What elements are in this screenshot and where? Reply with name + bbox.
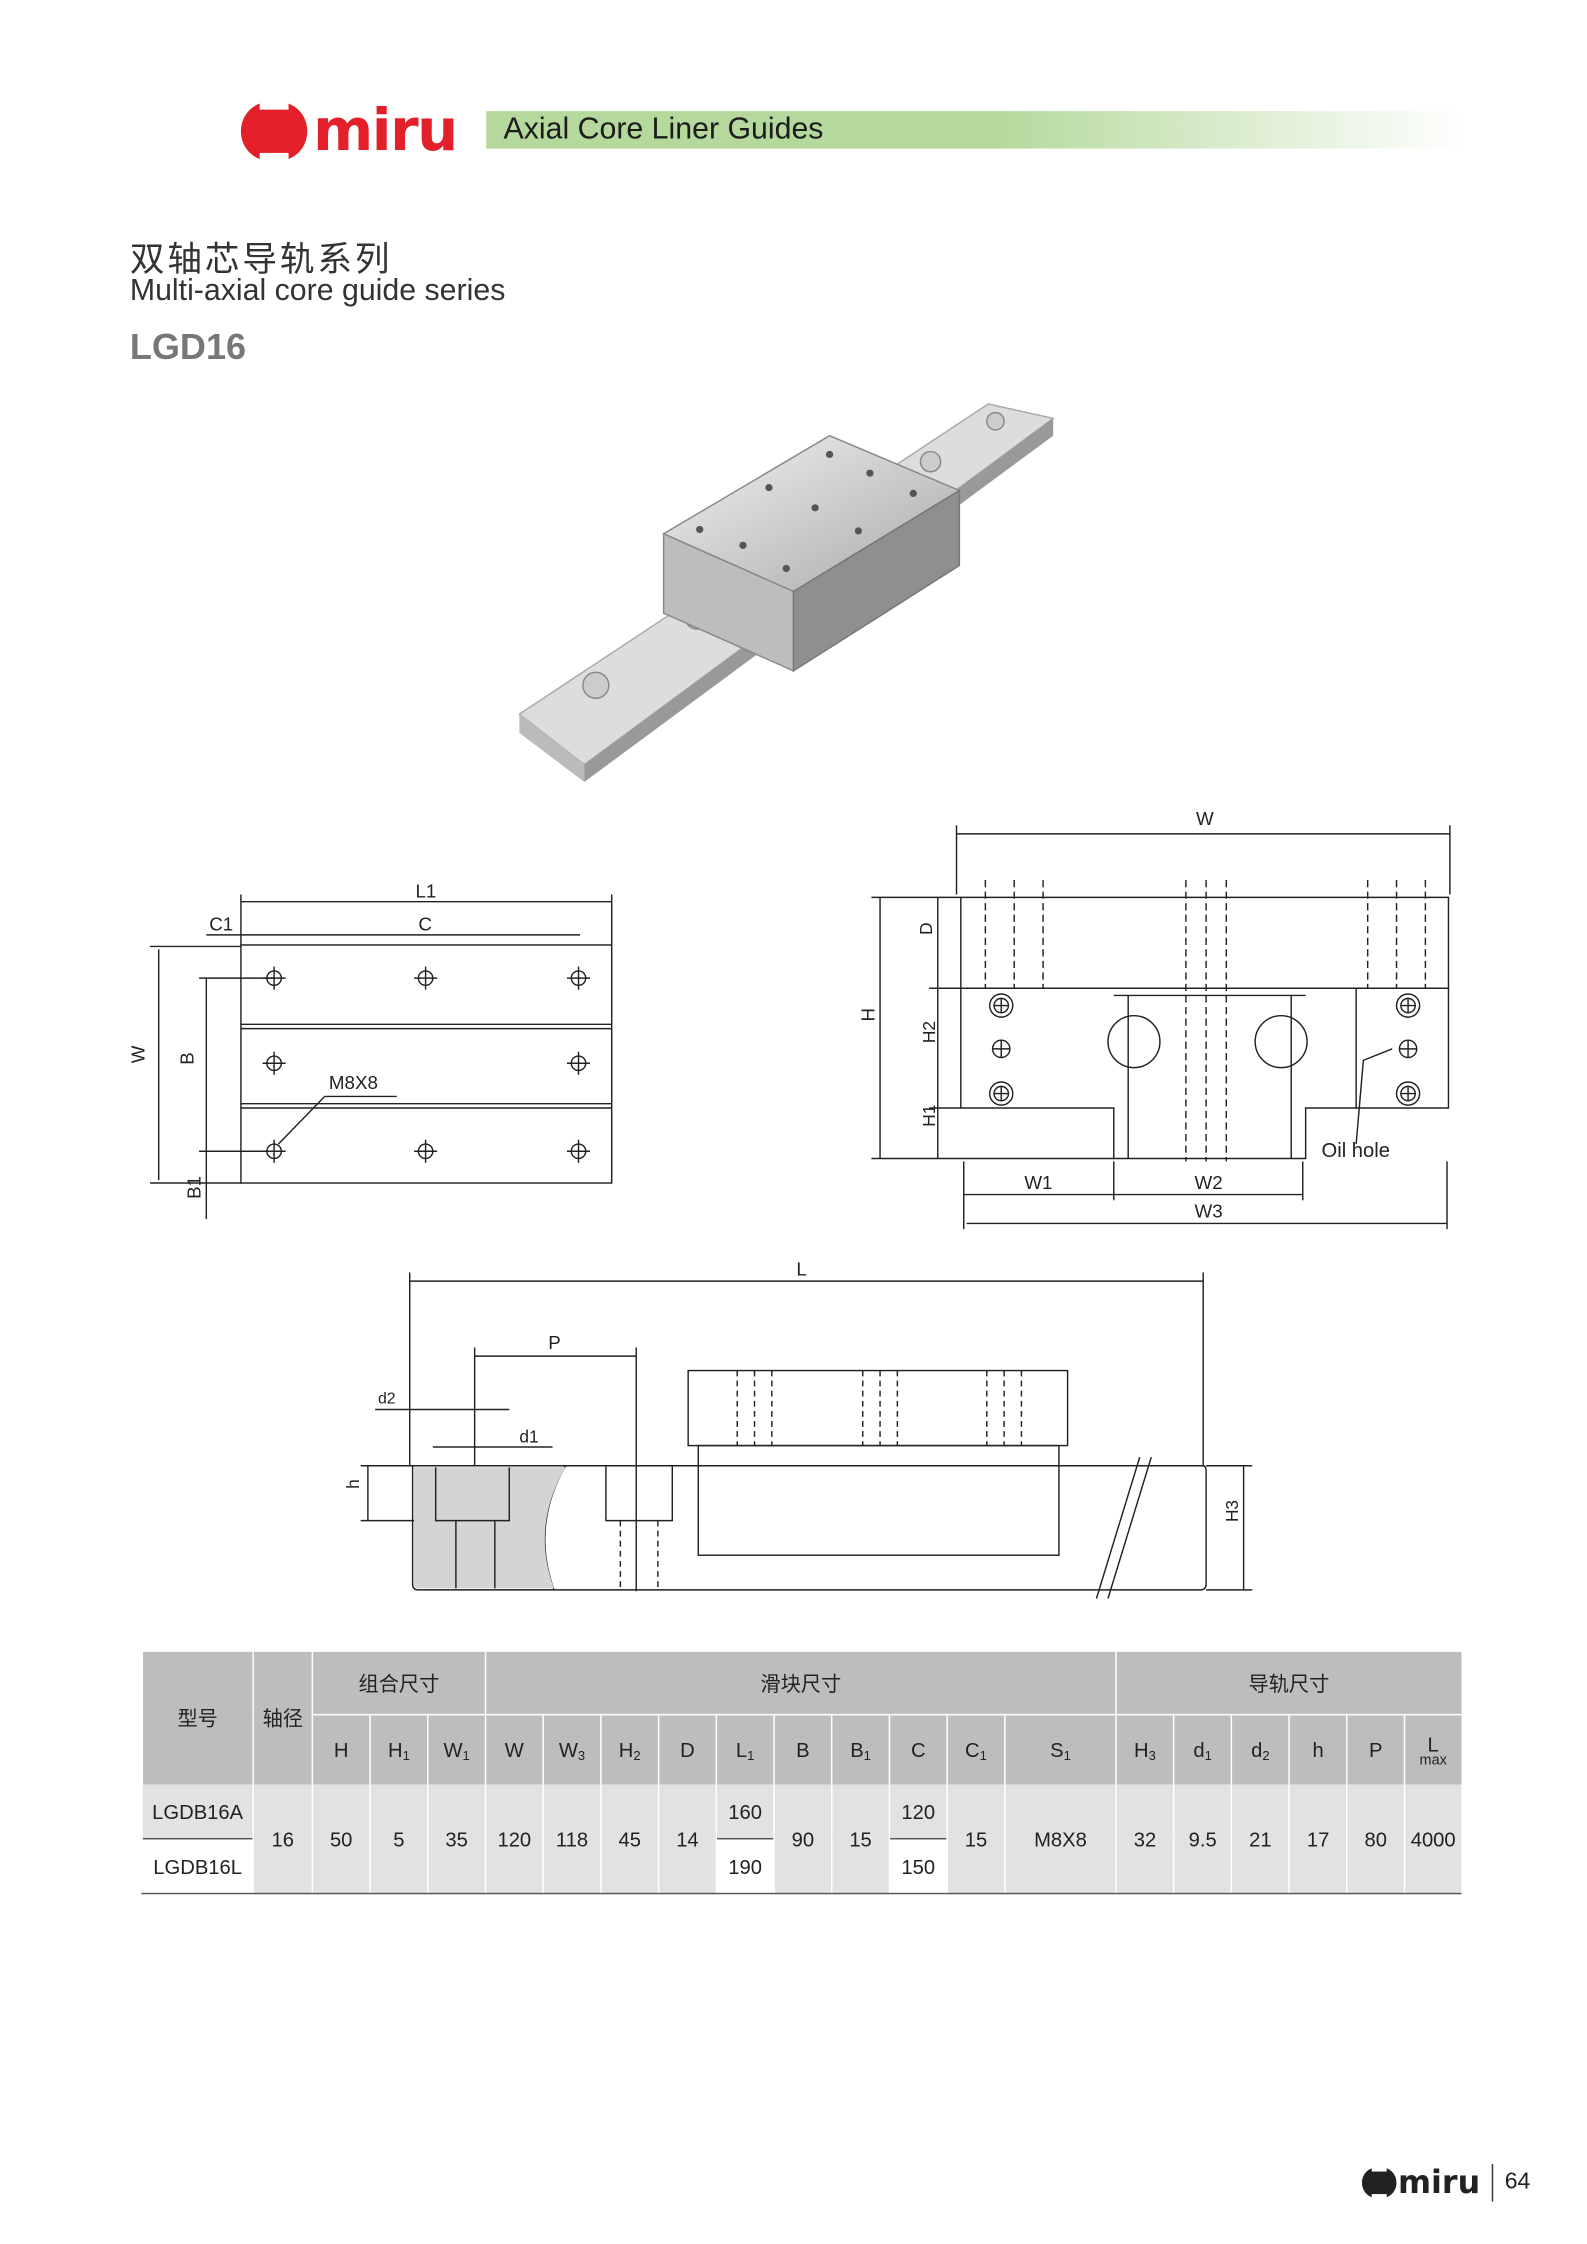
cell: 45 xyxy=(600,1784,659,1895)
col-c1: C1 xyxy=(946,1713,1005,1785)
cell: 5 xyxy=(369,1784,428,1895)
dim-h2: H2 xyxy=(919,1021,939,1043)
header-model: 型号 xyxy=(141,1651,254,1785)
dim-d2: d2 xyxy=(378,1391,396,1408)
cell: 190 xyxy=(715,1837,775,1895)
dim-h: H xyxy=(857,1008,878,1022)
dim-b1: B1 xyxy=(184,1176,205,1199)
cell: 17 xyxy=(1288,1784,1347,1895)
col-d: D xyxy=(657,1713,717,1785)
col-w: W xyxy=(484,1713,544,1785)
table-row: LGDB16A 16 50 5 35 120 118 45 14 160 90 … xyxy=(141,1784,1462,1895)
dim-p: P xyxy=(548,1332,561,1353)
dim-b: B xyxy=(176,1052,197,1065)
cell: 15 xyxy=(946,1784,1005,1895)
dim-c: C xyxy=(418,914,432,935)
cell: 50 xyxy=(311,1784,371,1895)
dim-h: h xyxy=(343,1479,363,1489)
col-h1: H1 xyxy=(369,1713,428,1785)
footer-divider xyxy=(1491,2164,1494,2202)
cell: 9.5 xyxy=(1173,1784,1232,1895)
brand-logo: miru xyxy=(238,98,458,165)
dim-w3: W3 xyxy=(1195,1201,1223,1222)
page-footer: miru 64 xyxy=(1360,2164,1530,2202)
cell: 80 xyxy=(1346,1784,1405,1895)
cell: 160 xyxy=(715,1784,775,1839)
col-s1: S1 xyxy=(1004,1713,1117,1785)
dim-h1: H1 xyxy=(919,1105,939,1127)
side-view-drawing: L P d2 d1 h H3 xyxy=(343,1258,1253,1599)
footer-brand: miru xyxy=(1397,2164,1481,2201)
brand-name: miru xyxy=(313,98,458,165)
series-title-en: Multi-axial core guide series xyxy=(129,274,506,308)
front-view-drawing: W H D H2 H1 W1 W2 W3 Oil hole xyxy=(857,808,1451,1230)
col-c: C xyxy=(888,1713,948,1785)
cell: 118 xyxy=(542,1784,601,1895)
series-title-cn: 双轴芯导轨系列 xyxy=(129,239,393,280)
dim-w: W xyxy=(127,1045,148,1063)
cell: 120 xyxy=(888,1784,948,1839)
logo-mark-icon xyxy=(240,98,308,165)
cell: 32 xyxy=(1115,1784,1174,1895)
header-banner: Axial Core Liner Guides xyxy=(486,111,1465,149)
cell: 15 xyxy=(830,1784,890,1895)
model-cell: LGDB16L xyxy=(141,1837,254,1895)
cell: 21 xyxy=(1230,1784,1290,1895)
col-p: P xyxy=(1346,1713,1405,1785)
dim-w1: W1 xyxy=(1024,1172,1052,1193)
model-cell: LGDB16A xyxy=(141,1784,254,1839)
page-number: 64 xyxy=(1504,2169,1531,2195)
cell: 16 xyxy=(252,1784,313,1895)
oil-hole-label: Oil hole xyxy=(1322,1140,1390,1162)
col-w3: W3 xyxy=(542,1713,601,1785)
dim-w2: W2 xyxy=(1195,1172,1223,1193)
product-photo xyxy=(518,403,1055,782)
col-d1: d1 xyxy=(1173,1713,1232,1785)
col-h-small: h xyxy=(1288,1713,1347,1785)
top-view-drawing: L1 C1 C W B B1 M8X8 xyxy=(127,880,613,1220)
cell: 120 xyxy=(484,1784,544,1895)
cell: M8X8 xyxy=(1004,1784,1117,1895)
logo-mark-icon xyxy=(1361,2165,1397,2201)
header-shaft: 轴径 xyxy=(252,1651,313,1785)
col-d2: d2 xyxy=(1230,1713,1290,1785)
spec-table: 型号 轴径 组合尺寸 滑块尺寸 导轨尺寸 H H1 W1 W W3 H2 D L… xyxy=(141,1651,1462,1895)
cell: 35 xyxy=(427,1784,486,1895)
cell: 14 xyxy=(657,1784,717,1895)
header-slider: 滑块尺寸 xyxy=(484,1651,1117,1715)
cell: 4000 xyxy=(1403,1784,1462,1895)
banner-title: Axial Core Liner Guides xyxy=(503,112,824,146)
dim-h3: H3 xyxy=(1222,1500,1242,1522)
dim-l1: L1 xyxy=(415,880,436,901)
col-h3: H3 xyxy=(1115,1713,1174,1785)
dim-c1: C1 xyxy=(209,914,233,935)
cell: 90 xyxy=(773,1784,832,1895)
header-rail: 导轨尺寸 xyxy=(1115,1651,1462,1715)
dim-d: D xyxy=(916,922,936,935)
col-l1: L1 xyxy=(715,1713,775,1785)
model-code: LGD16 xyxy=(129,327,247,368)
col-w1: W1 xyxy=(427,1713,486,1785)
thread-label: M8X8 xyxy=(329,1072,378,1093)
dim-w: W xyxy=(1196,808,1214,829)
header-assembly: 组合尺寸 xyxy=(311,1651,486,1715)
table-row: LGDB16L 190 150 xyxy=(141,1837,1461,1895)
col-h2: H2 xyxy=(600,1713,659,1785)
dim-l: L xyxy=(796,1258,806,1279)
col-b: B xyxy=(773,1713,832,1785)
dim-d1: d1 xyxy=(519,1427,538,1447)
col-b1: B1 xyxy=(830,1713,890,1785)
col-h: H xyxy=(311,1713,371,1785)
cell: 150 xyxy=(888,1837,948,1895)
